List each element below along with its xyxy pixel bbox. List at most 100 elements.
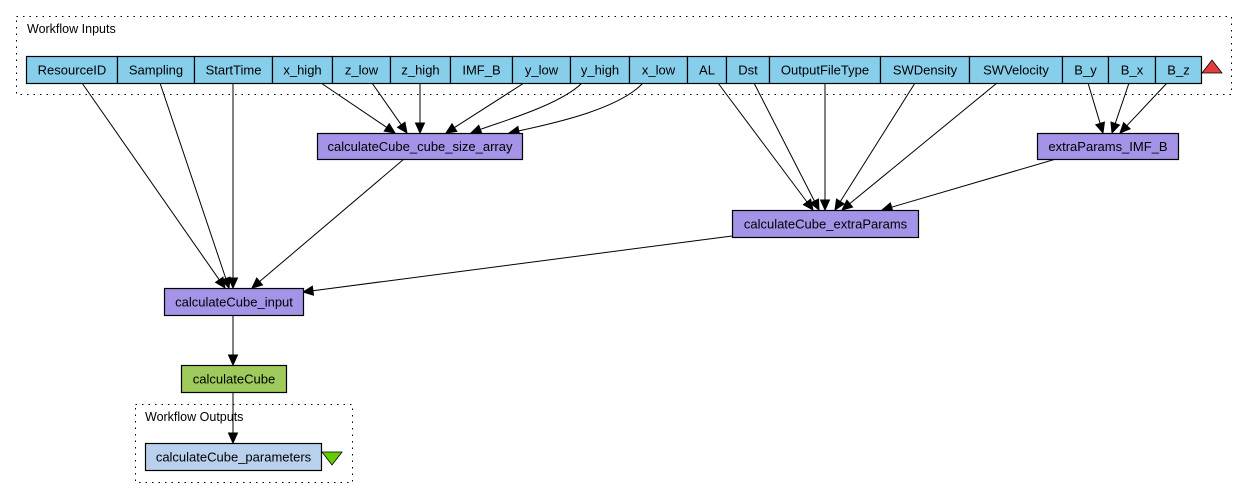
node-box[interactable] xyxy=(180,364,288,394)
edge-B_z-to-extraParams_IMF_B xyxy=(1119,82,1168,134)
output-port-calculatecube-parameters[interactable]: calculateCube_parameters xyxy=(144,442,323,472)
edge-calculateCube_cube_size_array-to-calculateCube_input xyxy=(251,158,405,289)
input-port-imf-b[interactable]: IMF_B xyxy=(449,55,514,85)
input-ports-triangle-icon[interactable] xyxy=(1201,59,1223,74)
edge-line xyxy=(753,82,815,202)
input-port-x-low[interactable]: x_low xyxy=(628,55,689,85)
processor-calculatecube-extraparams[interactable]: calculateCube_extraParams xyxy=(731,209,920,239)
edge-line xyxy=(159,82,227,279)
node-label: OutputFileType xyxy=(781,62,869,77)
arrowhead-icon xyxy=(251,277,264,289)
arrowhead-icon xyxy=(819,199,831,212)
input-port-z-low[interactable]: z_low xyxy=(331,55,392,85)
node-box[interactable] xyxy=(144,442,323,472)
input-port-outputfiletype[interactable]: OutputFileType xyxy=(768,55,882,85)
node-label: x_low xyxy=(642,62,676,77)
edge-AL-to-calculateCube_extraParams xyxy=(717,82,814,211)
edge-SWDensity-to-calculateCube_extraParams xyxy=(834,82,916,212)
node-label: B_z xyxy=(1167,62,1189,77)
edge-x_high-to-calculateCube_cube_size_array xyxy=(320,82,397,134)
node-box[interactable] xyxy=(628,55,689,85)
node-label: extraParams_IMF_B xyxy=(1048,139,1167,154)
node-box[interactable] xyxy=(163,287,305,317)
node-box[interactable] xyxy=(879,55,971,85)
node-box[interactable] xyxy=(686,55,728,85)
node-box[interactable] xyxy=(968,55,1064,85)
node-box[interactable] xyxy=(316,132,524,161)
edge-calculateCube_extraParams-to-calculateCube_input xyxy=(301,235,733,296)
node-box[interactable] xyxy=(331,55,392,85)
input-port-b-z[interactable]: B_z xyxy=(1154,55,1203,85)
node-box[interactable] xyxy=(449,55,514,85)
input-port-z-high[interactable]: z_high xyxy=(389,55,452,85)
node-label: calculateCube_input xyxy=(175,294,293,309)
edge-calculateCube-to-calculateCube_parameters xyxy=(227,392,239,445)
workflow-outputs-cluster: Workflow Outputs xyxy=(135,404,353,483)
edge-line xyxy=(839,82,916,202)
edge-x_low-to-calculateCube_cube_size_array xyxy=(507,82,644,136)
processor-calculatecube-input[interactable]: calculateCube_input xyxy=(163,287,305,317)
arrowhead-icon xyxy=(1110,121,1121,135)
outputs-cluster-label: Workflow Outputs xyxy=(145,410,243,424)
input-port-swdensity[interactable]: SWDensity xyxy=(879,55,971,85)
edge-calculateCube_input-to-calculateCube xyxy=(227,315,239,367)
input-port-starttime[interactable]: StartTime xyxy=(193,55,274,85)
node-label: SWVelocity xyxy=(983,62,1049,77)
node-label: SWDensity xyxy=(893,62,958,77)
input-port-x-high[interactable]: x_high xyxy=(271,55,334,85)
inputs-cluster-label: Workflow Inputs xyxy=(27,22,116,36)
arrowhead-icon xyxy=(227,354,239,367)
edge-z_high-to-calculateCube_cube_size_array xyxy=(414,83,426,135)
arrowhead-icon xyxy=(809,198,820,212)
node-label: Dst xyxy=(738,62,758,77)
node-box[interactable] xyxy=(1107,55,1157,85)
edge-line xyxy=(849,82,998,205)
arrowhead-icon xyxy=(1119,121,1132,134)
node-box[interactable] xyxy=(25,55,119,85)
arrowhead-icon xyxy=(383,122,397,134)
edge-y_low-to-calculateCube_cube_size_array xyxy=(444,82,525,134)
processor-extraparams-imf-b[interactable]: extraParams_IMF_B xyxy=(1036,132,1180,161)
edge-line xyxy=(454,82,525,129)
edge-StartTime-to-calculateCube_input xyxy=(227,83,239,290)
node-label: AL xyxy=(699,62,715,77)
input-port-dst[interactable]: Dst xyxy=(725,55,771,85)
input-port-sampling[interactable]: Sampling xyxy=(116,55,196,85)
edge-extraParams_IMF_B-to-calculateCube_extraParams xyxy=(880,158,1057,213)
node-label: z_low xyxy=(345,62,379,77)
edge-Dst-to-calculateCube_extraParams xyxy=(753,82,820,212)
input-port-resourceid[interactable]: ResourceID xyxy=(25,55,119,85)
edges-layer xyxy=(81,82,1168,445)
input-port-b-y[interactable]: B_y xyxy=(1061,55,1110,85)
processor-calculatecube[interactable]: calculateCube xyxy=(180,364,288,394)
edge-y_high-to-calculateCube_cube_size_array xyxy=(469,82,583,135)
output-ports-triangle-icon[interactable] xyxy=(321,451,343,466)
arrowhead-icon xyxy=(841,199,854,211)
input-port-b-x[interactable]: B_x xyxy=(1107,55,1157,85)
outputs-cluster-border xyxy=(135,404,353,483)
arrowhead-icon xyxy=(396,121,408,134)
arrowhead-icon xyxy=(469,124,483,135)
edge-ResourceID-to-calculateCube_input xyxy=(81,82,226,289)
edge-line xyxy=(717,82,808,203)
input-port-y-high[interactable]: y_high xyxy=(569,55,631,85)
node-box[interactable] xyxy=(1036,132,1180,161)
arrowhead-icon xyxy=(834,198,846,212)
node-box[interactable] xyxy=(271,55,334,85)
arrowhead-icon xyxy=(301,285,315,296)
node-label: calculateCube_parameters xyxy=(156,449,312,464)
input-port-y-low[interactable]: y_low xyxy=(511,55,572,85)
edge-SWVelocity-to-calculateCube_extraParams xyxy=(841,82,998,211)
node-box[interactable] xyxy=(731,209,920,239)
node-box[interactable] xyxy=(1154,55,1203,85)
processor-calculatecube-cube-size-array[interactable]: calculateCube_cube_size_array xyxy=(316,132,524,161)
edge-line xyxy=(81,82,220,281)
input-port-swvelocity[interactable]: SWVelocity xyxy=(968,55,1064,85)
node-box[interactable] xyxy=(511,55,572,85)
edge-line xyxy=(371,82,402,126)
node-box[interactable] xyxy=(1061,55,1110,85)
node-box[interactable] xyxy=(389,55,452,85)
input-port-al[interactable]: AL xyxy=(686,55,728,85)
edge-line xyxy=(259,158,405,282)
